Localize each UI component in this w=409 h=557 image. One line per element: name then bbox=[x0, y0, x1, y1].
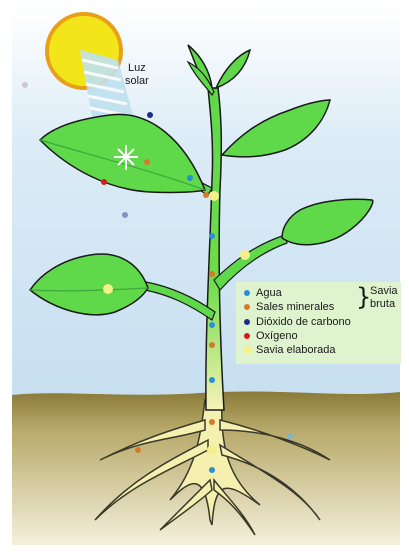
legend-item-label: Sales minerales bbox=[256, 301, 334, 313]
sales-minerales-dot bbox=[244, 304, 250, 310]
legend-item-label: Agua bbox=[256, 287, 282, 299]
legend-item-label: Dióxido de carbono bbox=[256, 316, 351, 328]
legend-item-label: Oxígeno bbox=[256, 330, 298, 342]
oxigeno-dot bbox=[244, 333, 250, 339]
savia-bruta-brace: } bbox=[356, 285, 371, 309]
savia-bruta-label: Savia bruta bbox=[370, 285, 398, 311]
dioxido-dot bbox=[244, 319, 250, 325]
savia-elaborada-dot bbox=[244, 346, 252, 354]
legend: Agua Sales minerales } Savia bruta Dióxi… bbox=[236, 282, 401, 364]
agua-dot bbox=[244, 290, 250, 296]
sun-label: Luz solar bbox=[125, 62, 149, 88]
legend-item-label: Savia elaborada bbox=[256, 344, 336, 356]
